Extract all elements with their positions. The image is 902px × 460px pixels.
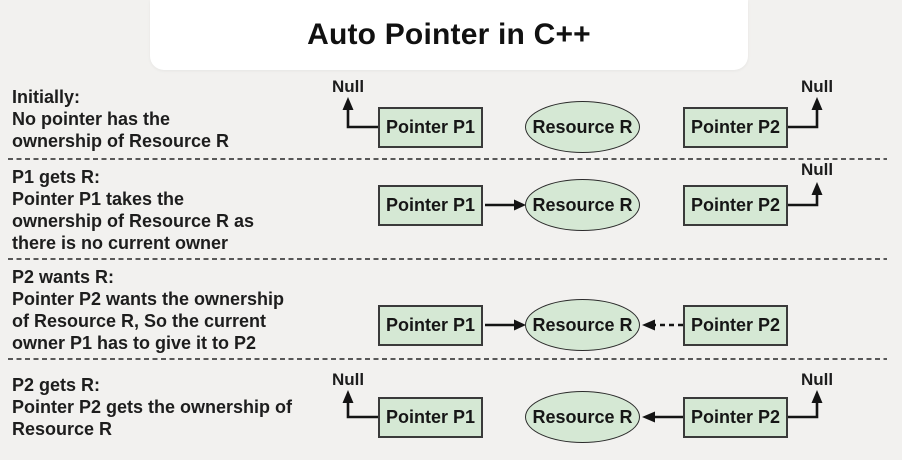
caption-line: there is no current owner bbox=[12, 233, 229, 253]
row-caption: P1 gets R: Pointer P1 takes the ownershi… bbox=[12, 166, 254, 254]
row-caption: P2 gets R: Pointer P2 gets the ownership… bbox=[12, 374, 292, 440]
row-caption: P2 wants R: Pointer P2 wants the ownersh… bbox=[12, 266, 284, 354]
pointer-p2-node: Pointer P2 bbox=[683, 305, 788, 346]
resource-r-node: Resource R bbox=[525, 101, 640, 153]
pointer-p1-node: Pointer P1 bbox=[378, 185, 483, 226]
row-caption: Initially: No pointer has the ownership … bbox=[12, 86, 229, 152]
caption-line: Resource R bbox=[12, 419, 113, 439]
caption-heading: P2 wants R: bbox=[12, 267, 115, 287]
pointer-p1-node: Pointer P1 bbox=[378, 305, 483, 346]
caption-line: ownership of Resource R bbox=[12, 131, 230, 151]
null-label: Null bbox=[800, 77, 834, 96]
caption-line: owner P1 has to give it to P2 bbox=[12, 333, 257, 353]
null-label: Null bbox=[800, 370, 834, 389]
caption-line: Pointer P1 takes the bbox=[12, 189, 185, 209]
caption-line: of Resource R, So the current bbox=[12, 311, 267, 331]
caption-line: Pointer P2 wants the ownership bbox=[12, 289, 285, 309]
caption-heading: Initially: bbox=[12, 87, 81, 107]
resource-r-node: Resource R bbox=[525, 391, 640, 443]
pointer-p2-node: Pointer P2 bbox=[683, 185, 788, 226]
null-label: Null bbox=[800, 160, 834, 179]
null-label: Null bbox=[331, 370, 365, 389]
resource-r-node: Resource R bbox=[525, 299, 640, 351]
pointer-p1-node: Pointer P1 bbox=[378, 397, 483, 438]
pointer-p2-node: Pointer P2 bbox=[683, 107, 788, 148]
caption-heading: P2 gets R: bbox=[12, 375, 101, 395]
pointer-p1-node: Pointer P1 bbox=[378, 107, 483, 148]
caption-heading: P1 gets R: bbox=[12, 167, 101, 187]
title-card: Auto Pointer in C++ bbox=[150, 0, 748, 70]
caption-line: Pointer P2 gets the ownership of bbox=[12, 397, 293, 417]
caption-line: ownership of Resource R as bbox=[12, 211, 255, 231]
caption-line: No pointer has the bbox=[12, 109, 171, 129]
null-label: Null bbox=[331, 77, 365, 96]
resource-r-node: Resource R bbox=[525, 179, 640, 231]
pointer-p2-node: Pointer P2 bbox=[683, 397, 788, 438]
page-title: Auto Pointer in C++ bbox=[307, 18, 591, 51]
